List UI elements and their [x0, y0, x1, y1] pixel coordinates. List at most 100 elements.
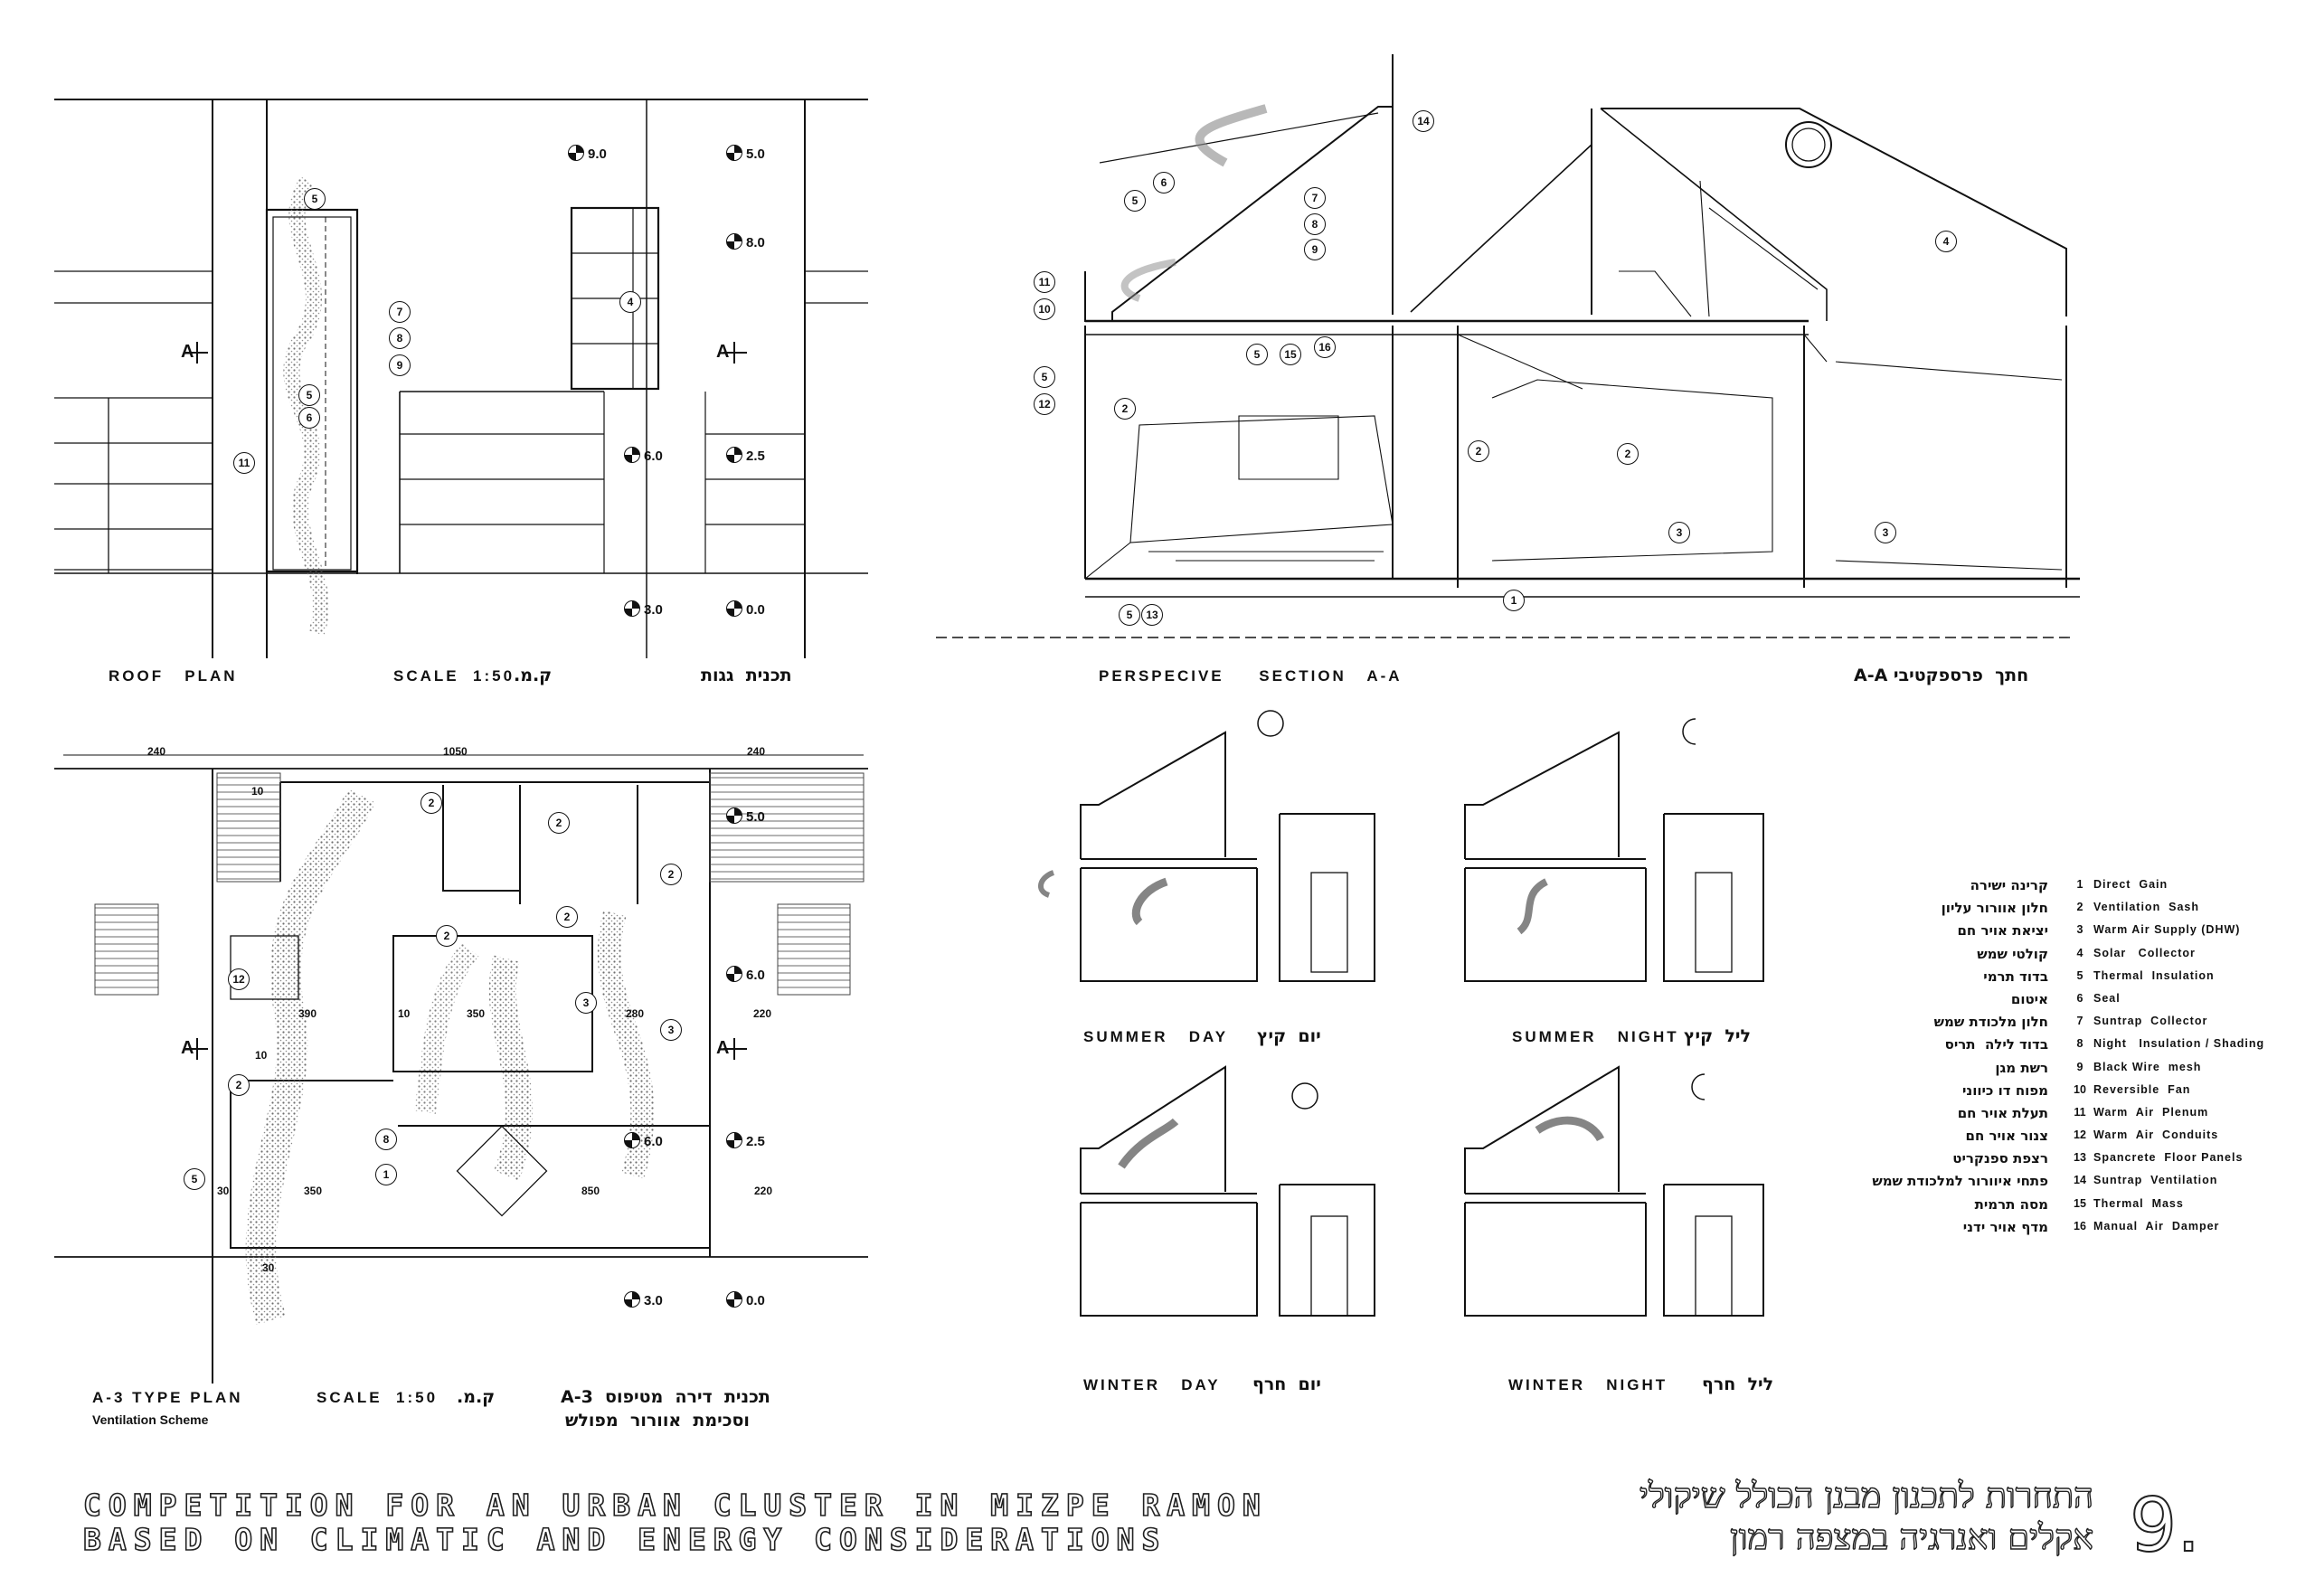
dimension: 10	[398, 1007, 411, 1020]
dimension: 850	[581, 1185, 600, 1197]
roof-callout: 6	[298, 407, 320, 429]
roof-plan-label-he: תכנית גגות	[701, 666, 792, 685]
winter-day-label: WINTER DAY	[1083, 1376, 1221, 1393]
sheet-number: 9.	[2129, 1482, 2201, 1570]
plan-callout: 2	[548, 812, 570, 834]
roof-callout: 5	[298, 384, 320, 406]
legend-num: 13	[2074, 1151, 2086, 1165]
section-mark: A	[181, 342, 194, 362]
roof-callout: 9	[389, 354, 411, 376]
legend-he: בדוד לילה תריס	[1944, 1036, 2048, 1053]
legend-num: 15	[2074, 1196, 2086, 1210]
legend-he: פתחי איוורור למלכודת שמש	[1872, 1173, 2048, 1190]
legend-he: מסה תרמית	[1974, 1195, 2048, 1213]
plan-callout: 1	[375, 1164, 397, 1185]
legend-en: Black Wire mesh	[2093, 1060, 2202, 1073]
section-callout: 11	[1034, 271, 1055, 293]
section-callout: 8	[1304, 213, 1326, 235]
type-plan-label: A-3 TYPE PLAN	[92, 1389, 243, 1406]
plan-elevation-mark: 2.5	[726, 1132, 765, 1149]
roof-elevation-mark: 3.0	[624, 600, 663, 618]
plan-callout: 2	[556, 906, 578, 928]
legend-row: פתחי איוורור למלכודת שמש 14 Suntrap Ventil…	[1822, 1171, 2283, 1194]
roof-callout: 11	[233, 452, 255, 474]
section-callout: 14	[1413, 110, 1434, 132]
section-callout: 12	[1034, 393, 1055, 415]
legend-num: 16	[2074, 1219, 2086, 1232]
plan-elevation-mark: 6.0	[624, 1132, 663, 1149]
section-callout: 10	[1034, 298, 1055, 320]
legend-en: Warm Air Supply (DHW)	[2093, 923, 2241, 937]
legend-en: Solar Collector	[2093, 946, 2196, 959]
roof-plan-scale-he: ק.מ.	[514, 666, 553, 685]
plan-callout: 5	[184, 1168, 205, 1190]
roof-plan	[34, 25, 870, 658]
legend-en: Thermal Insulation	[2093, 968, 2215, 982]
legend-num: 8	[2076, 1037, 2084, 1051]
summer-night-label: SUMMER NIGHT	[1512, 1028, 1679, 1045]
legend-row: קולטי שמש 4 Solar Collector	[1822, 944, 2283, 967]
roof-elevation-mark: 8.0	[726, 233, 765, 250]
legend-num: 9	[2076, 1060, 2084, 1073]
legend-he: קולטי שמש	[1977, 945, 2048, 962]
legend-he: חלון אוורור עליון	[1941, 900, 2048, 917]
legend-en: Seal	[2093, 991, 2121, 1005]
perspective-section-label-he: חתך פרספקטיבי A-A	[1854, 666, 2029, 685]
roof-plan-scale: SCALE 1:50	[393, 667, 515, 685]
dimension: 10	[255, 1049, 268, 1062]
ventilation-scheme-label: Ventilation Scheme	[92, 1412, 209, 1427]
plan-callout: 2	[436, 925, 458, 947]
section-callout: 13	[1141, 604, 1163, 626]
summer-day-label: SUMMER DAY	[1083, 1028, 1229, 1045]
section-callout: 5	[1034, 366, 1055, 388]
legend-he: יציאת אויר חם	[1957, 922, 2048, 940]
section-callout: 2	[1617, 443, 1639, 465]
section-callout: 16	[1314, 336, 1336, 358]
dimension: 390	[298, 1007, 317, 1020]
legend-en: Suntrap Collector	[2093, 1015, 2208, 1028]
legend-he: מפוח דו כיווני	[1961, 1081, 2048, 1099]
roof-elevation-mark: 0.0	[726, 600, 765, 618]
plan-callout: 8	[375, 1129, 397, 1150]
legend-he: איטום	[2010, 990, 2048, 1007]
legend-he: תעלת אויר חם	[1957, 1104, 2048, 1121]
legend-num: 5	[2076, 968, 2084, 982]
dimension: 240	[147, 745, 166, 758]
legend-num: 4	[2076, 946, 2084, 959]
legend-num: 10	[2074, 1082, 2086, 1096]
dimension: 280	[626, 1007, 645, 1020]
legend-num: 14	[2074, 1174, 2086, 1187]
plan-elevation-mark: 6.0	[726, 966, 765, 983]
type-plan-label-he: תכנית דירה מטיפוס A-3	[561, 1387, 770, 1407]
legend-he: מדף אויר ידני	[1962, 1218, 2048, 1235]
perspective-section-label: PERSPECIVE SECTION A-A	[1099, 667, 1403, 685]
summer-night-label-he: ליל קיץ	[1684, 1026, 1751, 1046]
type-plan-label-he-2: וסכימת אוורור מפולש	[565, 1411, 750, 1431]
roof-callout: 5	[304, 188, 326, 210]
section-callout: 4	[1935, 231, 1957, 252]
roof-callout: 4	[619, 291, 641, 313]
section-callout: 6	[1153, 172, 1175, 194]
section-callout: 9	[1304, 239, 1326, 260]
type-plan	[34, 737, 870, 1388]
section-mark: A	[716, 342, 730, 362]
title-en-line2: BASED ON CLIMATIC AND ENERGY CONSIDERATI…	[82, 1521, 1167, 1558]
section-mark: A	[181, 1038, 194, 1058]
roof-elevation-mark: 6.0	[624, 447, 663, 464]
legend-en: Suntrap Ventilation	[2093, 1174, 2218, 1187]
dimension: 350	[304, 1185, 323, 1197]
roof-callout: 8	[389, 327, 411, 349]
winter-night-label-he: ליל חרף	[1702, 1374, 1774, 1394]
legend-he: רצפת ספנקריט	[1952, 1150, 2048, 1167]
